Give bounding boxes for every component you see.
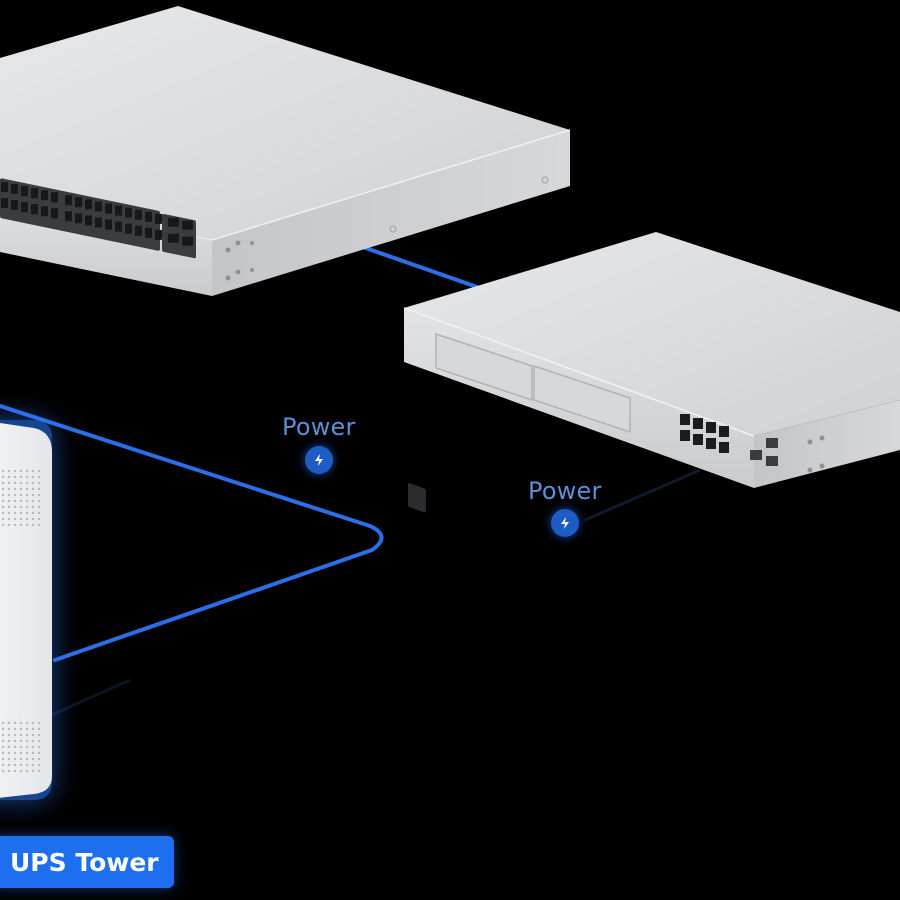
switch-port xyxy=(125,223,132,234)
console-port xyxy=(706,422,716,433)
console-power-button xyxy=(408,483,426,513)
switch-port xyxy=(85,215,92,226)
power-badge-2 xyxy=(551,509,579,537)
switch-port xyxy=(41,190,48,201)
console-port xyxy=(680,414,690,425)
ups-tower-label: UPS Tower xyxy=(10,847,159,877)
switch-port xyxy=(145,211,152,222)
switch-port xyxy=(125,207,132,218)
lightning-icon xyxy=(561,517,569,529)
switch-port xyxy=(135,225,142,236)
console-port xyxy=(706,438,716,449)
console-ports xyxy=(680,414,729,453)
console-top xyxy=(404,232,900,436)
switch-top xyxy=(0,6,570,240)
switch-sfp-port xyxy=(182,236,193,246)
console-port xyxy=(719,442,729,453)
power-badge-1 xyxy=(305,446,333,474)
switch-port xyxy=(11,184,18,195)
console-side xyxy=(754,400,900,488)
console-bay-2 xyxy=(533,364,631,434)
power-label-1: Power xyxy=(282,413,356,441)
cable-switch-to-console xyxy=(358,244,482,290)
switch-sfp-port xyxy=(168,217,179,227)
switch-port xyxy=(115,221,122,232)
switch-port xyxy=(41,206,48,217)
switch-port xyxy=(65,195,72,206)
switch-port xyxy=(135,209,142,220)
ups-tower-tag: UPS Tower xyxy=(0,836,174,888)
switch-port xyxy=(21,202,28,213)
switch-port xyxy=(11,200,18,211)
switch-port xyxy=(145,227,152,238)
console-device xyxy=(403,232,900,513)
cables xyxy=(0,224,701,722)
switch-port xyxy=(115,205,122,216)
switch-port xyxy=(21,186,28,197)
switch-port xyxy=(31,188,38,199)
lightning-icon xyxy=(315,454,323,466)
switch-port xyxy=(155,213,162,224)
switch-port xyxy=(105,203,112,214)
switch-port xyxy=(75,213,82,224)
console-port xyxy=(693,434,703,445)
console-port xyxy=(719,426,729,437)
switch-port xyxy=(1,198,8,208)
ups-vent-top xyxy=(0,470,40,526)
switch-sfp-port xyxy=(182,220,193,230)
cable-faint-ups xyxy=(39,678,131,722)
switch-ports xyxy=(1,182,193,246)
ups-tower xyxy=(0,420,52,800)
console-port xyxy=(680,430,690,441)
switch-sfp-port xyxy=(168,233,179,243)
switch-port xyxy=(75,197,82,208)
ups-vent-bottom xyxy=(0,718,40,774)
switch-device xyxy=(0,6,571,296)
switch-port xyxy=(51,192,58,203)
power-label-2: Power xyxy=(528,477,602,505)
cable-faint-console xyxy=(584,468,701,522)
switch-port xyxy=(51,208,58,219)
switch-port xyxy=(65,211,72,222)
console-port xyxy=(693,418,703,429)
switch-port xyxy=(95,217,102,228)
cable-ups-to-switch xyxy=(0,404,384,662)
switch-port xyxy=(85,199,92,210)
switch-port xyxy=(105,219,112,230)
switch-port xyxy=(95,201,102,212)
switch-port xyxy=(155,229,162,240)
switch-side xyxy=(212,130,570,296)
switch-port xyxy=(31,204,38,215)
switch-port xyxy=(1,182,8,192)
console-bay-1 xyxy=(435,332,533,402)
